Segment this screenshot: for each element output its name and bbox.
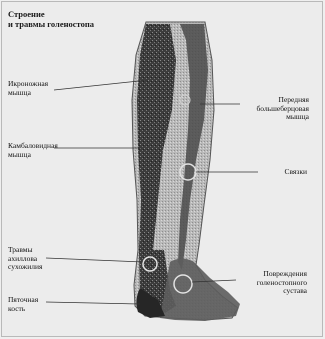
- label-calf-muscle: Икроножная мышца: [8, 80, 48, 97]
- title-line-2: и травмы голеностопа: [8, 19, 94, 29]
- label-ligament: Связки: [284, 168, 307, 177]
- label-soleus-line-2: мышца: [8, 151, 58, 160]
- foot-shape: [160, 259, 240, 322]
- leader-heel: [46, 302, 140, 304]
- label-ligament-line-1: Связки: [284, 168, 307, 177]
- label-anterior-tibial: Передняя большеберцовая мышца: [256, 96, 309, 122]
- label-ankle-line-3: сустава: [257, 287, 307, 296]
- label-heel-line-2: кость: [8, 305, 38, 314]
- label-calf-line-2: мышца: [8, 89, 48, 98]
- title-line-1: Строение: [8, 9, 94, 19]
- diagram-title: Строение и травмы голеностопа: [8, 9, 94, 29]
- label-ankle-damage: Повреждения голеностопного сустава: [257, 270, 307, 296]
- label-anterior-line-3: мышца: [256, 113, 309, 122]
- label-achilles-line-3: сухожилия: [8, 263, 42, 272]
- label-heel-bone: Пяточная кость: [8, 296, 38, 313]
- label-achilles: Травмы ахиллова сухожилия: [8, 246, 42, 272]
- leader-achilles: [46, 258, 143, 262]
- label-soleus: Камбаловидная мышца: [8, 142, 58, 159]
